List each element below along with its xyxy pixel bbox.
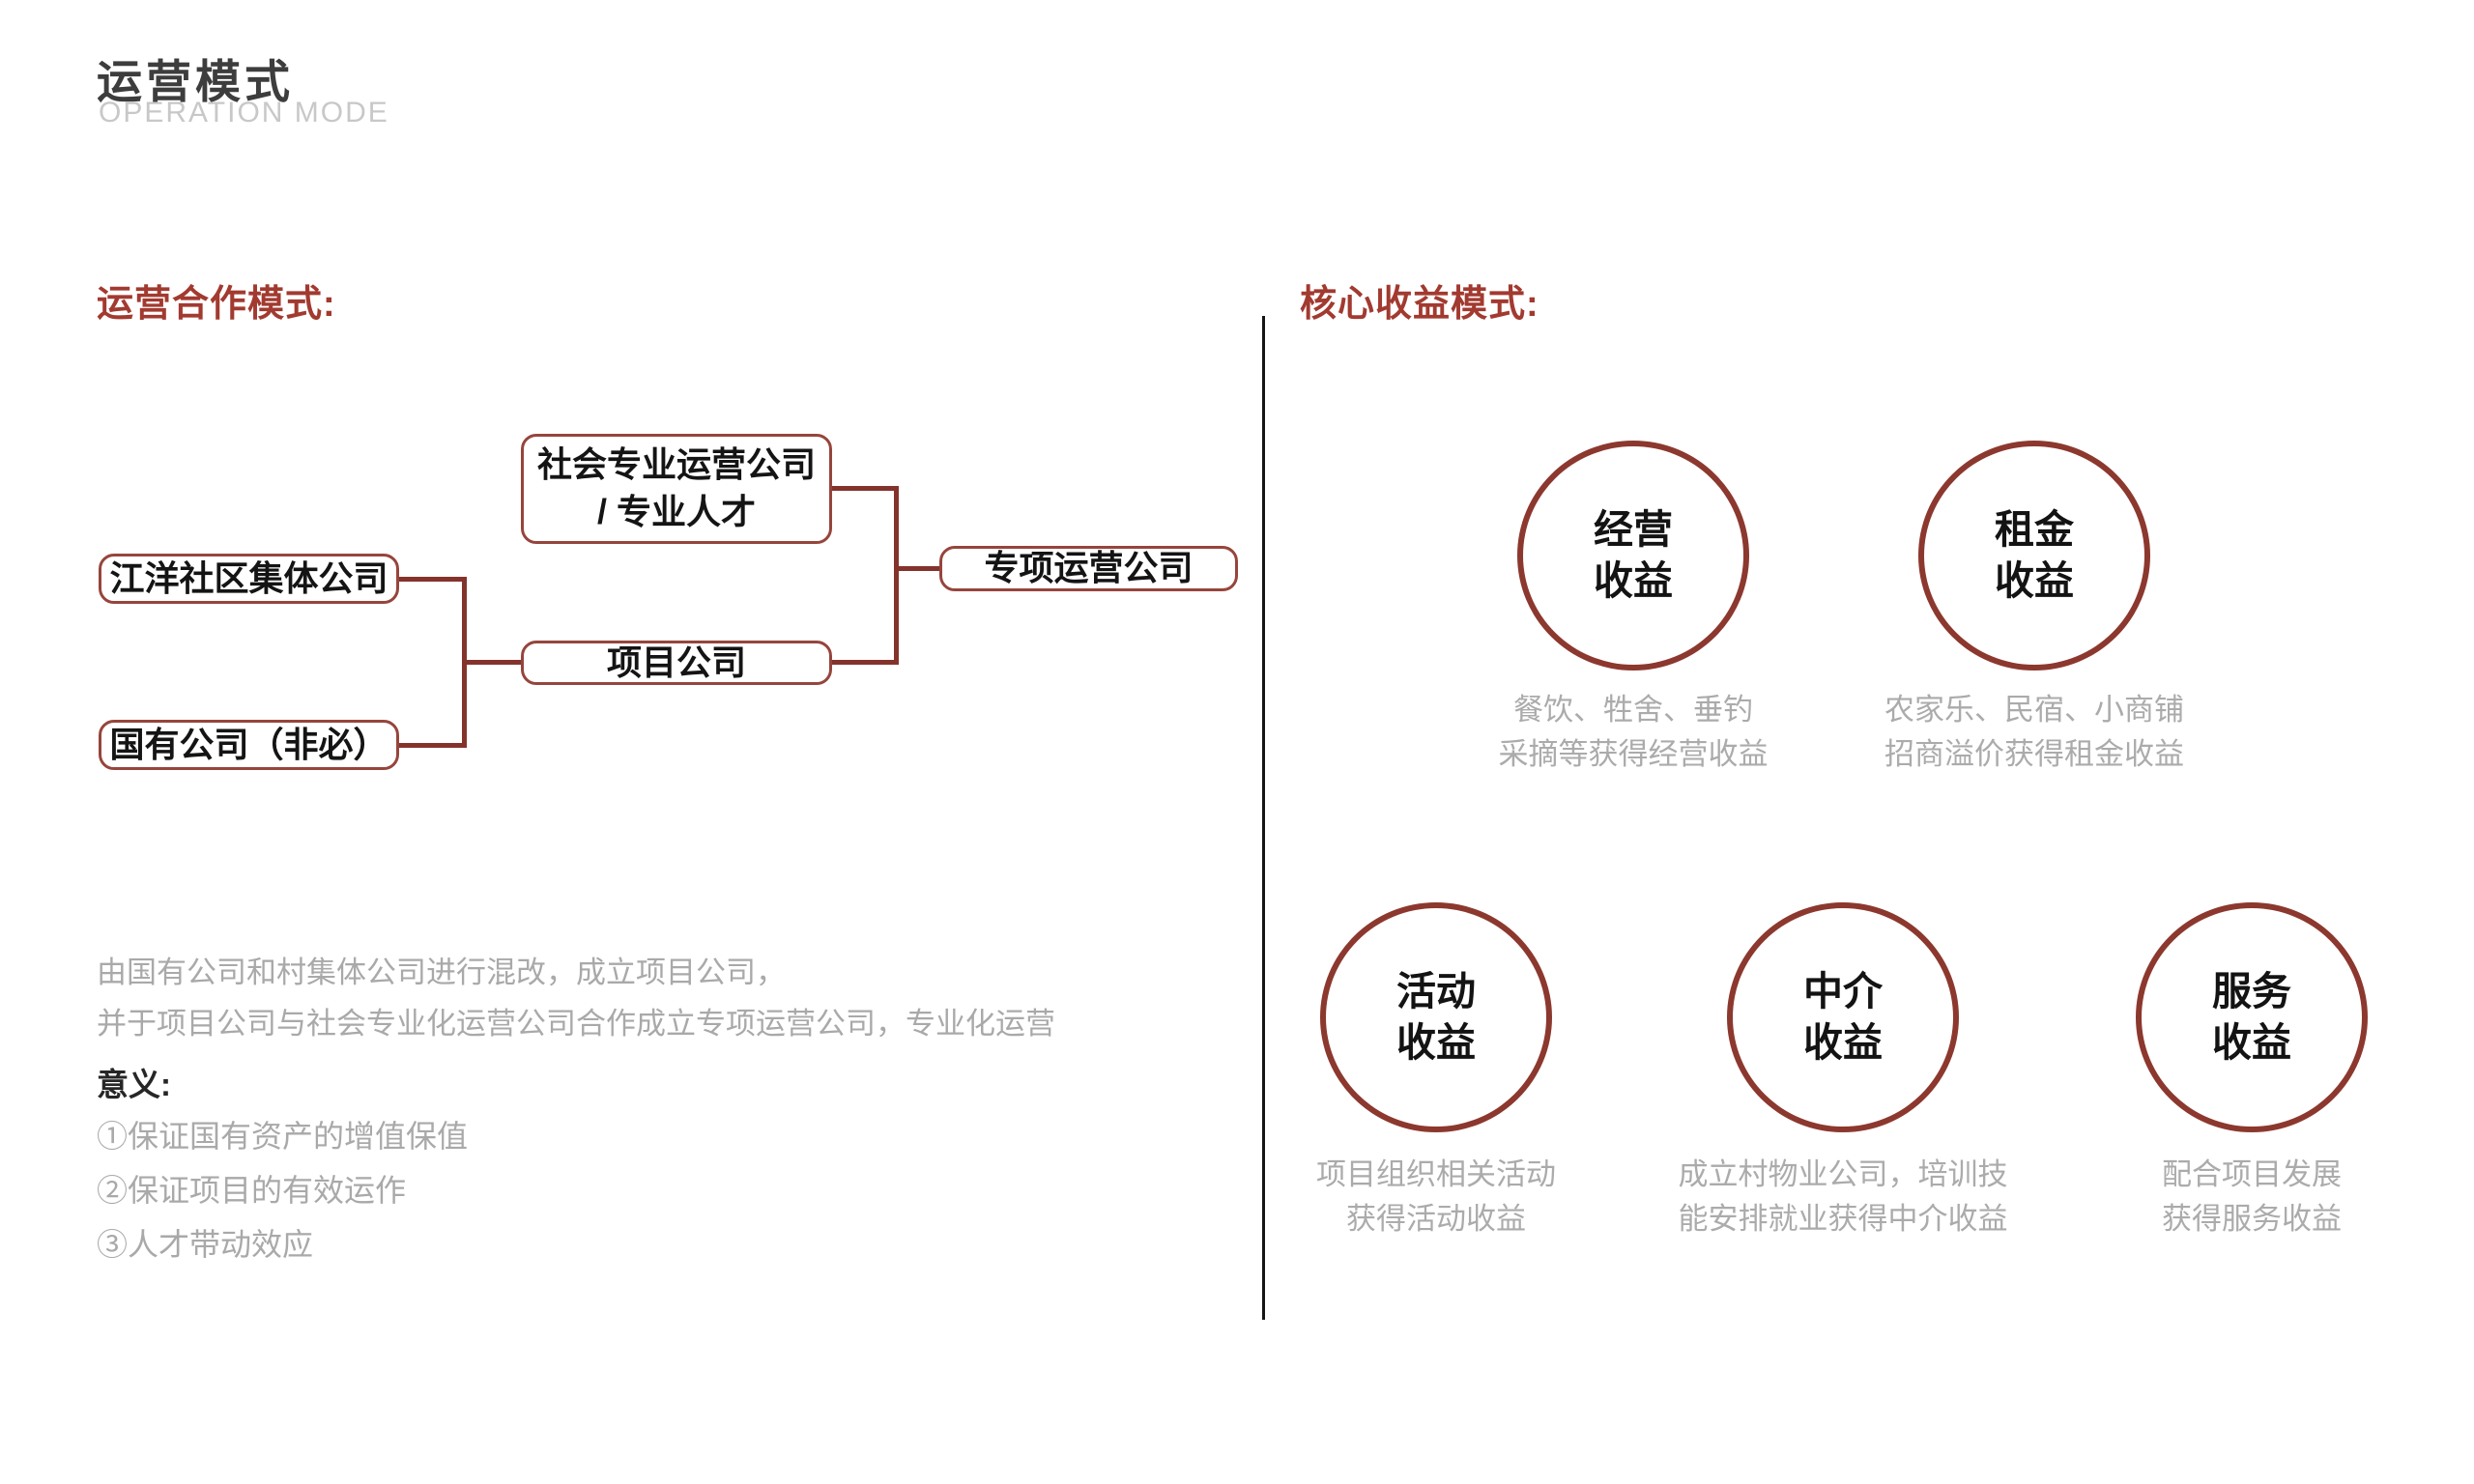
revenue-title-line: 收益 (1803, 1020, 1883, 1065)
revenue-caption-line: 项目组织相关活动 (1316, 1157, 1556, 1191)
revenue-caption-line: 能安排就业获得中介收益 (1678, 1202, 2008, 1236)
connector-xiangmu-stub (832, 660, 894, 665)
flow-box-xiangmu: 项目公司 (521, 641, 832, 685)
revenue-caption-line: 农家乐、民宿、小商铺 (1884, 693, 2184, 727)
left-section-heading: 运营合作模式: (97, 284, 336, 325)
significance-list: ①保证国有资产的增值保值 ②保证项目的有效运作 ③人才带动效应 (97, 1109, 468, 1271)
revenue-circle-fuwu: 服务 收益 (2136, 902, 2368, 1132)
connector-to-xiangmu (467, 660, 521, 665)
revenue-caption-line: 采摘等获得经营收益 (1498, 737, 1769, 771)
page-title: 运营模式 (97, 56, 294, 109)
revenue-title-line: 收益 (1396, 1020, 1476, 1065)
revenue-title-line: 收益 (1594, 558, 1673, 603)
revenue-caption-line: 招商溢价获得租金收益 (1884, 737, 2184, 771)
connector-right-vertical (894, 486, 899, 665)
flow-box-shehui: 社会专业运营公司 / 专业人才 (521, 434, 832, 544)
revenue-circle-zujin: 租金 收益 (1918, 441, 2150, 671)
connector-left-vertical (462, 577, 467, 748)
flow-box-jiangyang: 江洋社区集体公司 (99, 554, 399, 604)
divider-line (1262, 316, 1265, 1320)
connector-to-zhuanxiang (899, 566, 939, 571)
significance-item-3: ③人才带动效应 (97, 1227, 314, 1262)
flow-box-shehui-line1: 社会专业运营公司 (536, 444, 816, 485)
revenue-caption-zujin: 农家乐、民宿、小商铺 招商溢价获得租金收益 (1812, 688, 2257, 777)
revenue-circle-huodong: 活动 收益 (1320, 902, 1552, 1132)
revenue-circle-zhongjie: 中介 收益 (1727, 902, 1959, 1132)
revenue-caption-zhongjie: 成立村物业公司，培训技 能安排就业获得中介收益 (1621, 1153, 2065, 1241)
revenue-caption-jingying: 餐饮、牲舍、垂钓 采摘等获得经营收益 (1411, 688, 1856, 777)
connector-shehui-stub (832, 486, 894, 491)
revenue-title-line: 中介 (1803, 968, 1883, 1013)
revenue-caption-line: 配合项目发展 (2162, 1157, 2342, 1191)
flow-box-shehui-line2: / 专业人才 (596, 492, 756, 531)
description-line-1: 由国有公司和村集体公司进行混改，成立项目公司， (97, 956, 786, 989)
revenue-title-line: 服务 (2212, 968, 2291, 1013)
connector-guoyou-stub (399, 743, 462, 748)
flow-box-guoyou: 国有公司（非必） (99, 720, 399, 770)
revenue-caption-line: 成立村物业公司，培训技 (1678, 1157, 2008, 1191)
revenue-circle-jingying: 经营 收益 (1517, 441, 1749, 671)
connector-jiangyang-stub (399, 577, 462, 582)
significance-item-1: ①保证国有资产的增值保值 (97, 1119, 469, 1154)
description-line-2: 并于项目公司与社会专业化运营公司合作成立专项运营公司，专业化运营 (97, 1007, 1055, 1041)
significance-item-2: ②保证项目的有效运作 (97, 1173, 407, 1208)
page-subtitle: OPERATION MODE (99, 97, 389, 128)
revenue-title-line: 经营 (1594, 506, 1673, 552)
revenue-caption-line: 获得活动收益 (1346, 1202, 1526, 1236)
revenue-caption-huodong: 项目组织相关活动 获得活动收益 (1214, 1153, 1658, 1241)
significance-label: 意义: (97, 1067, 171, 1102)
revenue-title-line: 租金 (1995, 506, 2074, 552)
revenue-title-line: 收益 (1995, 558, 2074, 603)
right-section-heading: 核心收益模式: (1300, 284, 1539, 325)
description-paragraph: 由国有公司和村集体公司进行混改，成立项目公司， 并于项目公司与社会专业化运营公司… (97, 947, 1055, 1049)
revenue-caption-line: 餐饮、牲舍、垂钓 (1513, 693, 1753, 727)
revenue-caption-fuwu: 配合项目发展 获得服务收益 (2029, 1153, 2474, 1241)
revenue-caption-line: 获得服务收益 (2162, 1202, 2342, 1236)
flow-box-zhuanxiang: 专项运营公司 (939, 546, 1238, 591)
revenue-title-line: 收益 (2212, 1020, 2291, 1065)
revenue-title-line: 活动 (1396, 968, 1476, 1013)
